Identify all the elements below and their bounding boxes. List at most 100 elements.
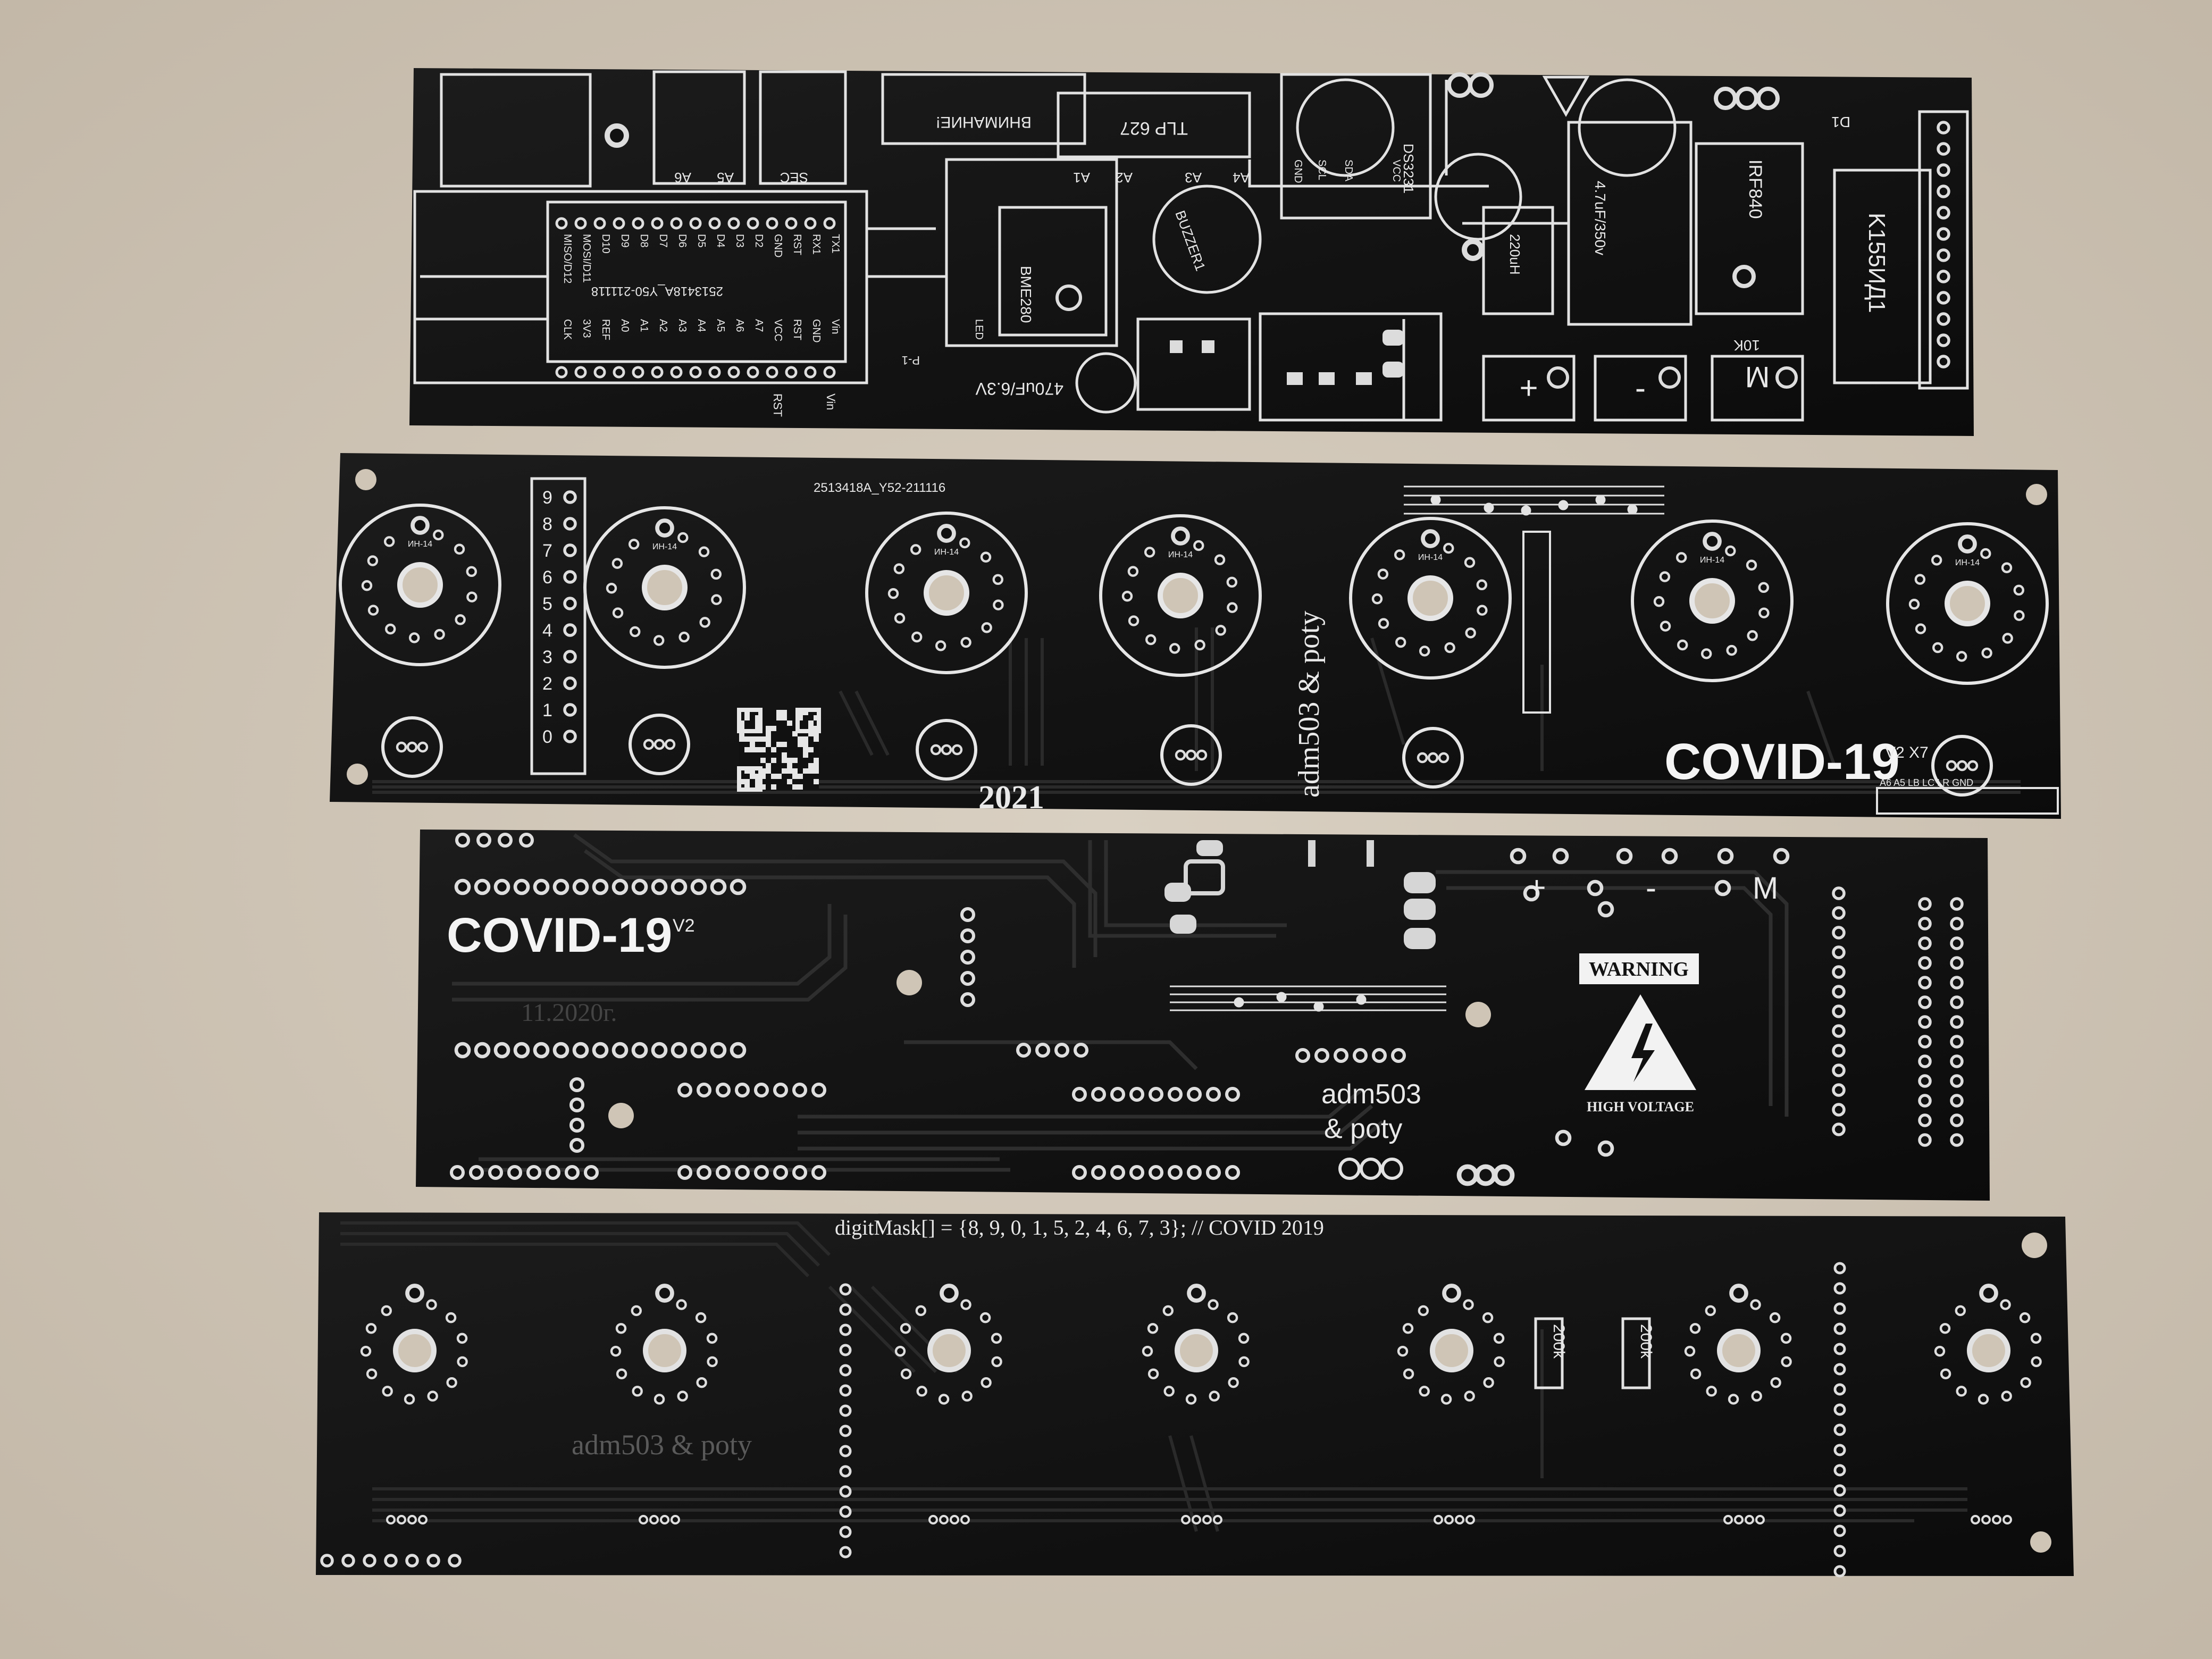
board-3-pad	[1918, 1094, 1932, 1108]
led-pad	[2002, 1515, 2012, 1524]
board-1-pin-top	[766, 217, 778, 230]
tube-socket-pin	[1144, 547, 1155, 558]
board-3-pad	[677, 1164, 693, 1180]
led-pad	[950, 1515, 959, 1524]
tube-socket-pin	[1193, 540, 1204, 551]
tube-pad-hole	[927, 1329, 971, 1372]
qr-module	[803, 742, 808, 747]
tube-pad	[1483, 1377, 1494, 1388]
board-1-warning-title: ВНИМАНИЕ!	[936, 113, 1032, 131]
board-1-pin-top	[593, 217, 606, 230]
board-3-pad	[1016, 1042, 1032, 1058]
board-1-label-sec: SEC	[780, 170, 808, 186]
tube-socket-pin	[1915, 623, 1926, 634]
board-3-pad	[1918, 1074, 1932, 1088]
board-2-traces	[372, 627, 2021, 794]
board-3-pad	[1832, 1044, 1846, 1058]
tube-socket-pin	[893, 563, 905, 574]
led-pad	[397, 1515, 406, 1524]
qr-module	[798, 742, 803, 747]
tube-socket-hole	[397, 562, 443, 608]
board-3-pad	[611, 1042, 629, 1059]
board-3-pad	[455, 832, 471, 848]
board-1-label-a2: A2	[1116, 170, 1133, 186]
board-1-header-pin	[1937, 355, 1950, 368]
board-1-part-irf840: IRF840	[1745, 160, 1765, 219]
tube-anode-pad	[405, 1284, 424, 1303]
qr-module	[798, 710, 803, 715]
board-3-pad	[690, 878, 707, 895]
tube-socket-pin	[980, 551, 992, 563]
led-pin	[417, 741, 429, 753]
qr-module	[755, 784, 760, 790]
tube-pad	[1689, 1323, 1701, 1334]
tube-pad	[1780, 1333, 1792, 1344]
tube-socket-pin	[1121, 591, 1133, 602]
tube-pad	[457, 1356, 468, 1368]
tube-pad	[981, 1377, 992, 1388]
tube-socket-anode-pin	[1703, 532, 1722, 551]
board-3-pad	[792, 1164, 808, 1180]
tube-socket-pin	[361, 580, 373, 591]
board-3-pad	[1950, 1094, 1964, 1108]
led-pin	[643, 739, 655, 750]
board-1-pin-label-top: D2	[753, 234, 765, 248]
board-3-pad	[1186, 1086, 1202, 1102]
tube-socket-pin	[1653, 596, 1665, 607]
qr-finder	[795, 708, 821, 733]
qr-module	[755, 774, 760, 779]
tube-socket-pin	[1675, 552, 1687, 563]
board-4-led-pads	[386, 1515, 2012, 1524]
tube-socket-pin	[1758, 582, 1769, 593]
header-pad	[1833, 1444, 1846, 1456]
connector-pin	[563, 676, 577, 690]
tube-socket-pin	[466, 591, 477, 602]
tube-pad	[1690, 1368, 1702, 1379]
qr-module	[787, 768, 792, 774]
board-3-pad	[690, 1042, 707, 1059]
board-3-pad	[1110, 1086, 1126, 1102]
board-3-pad	[677, 1082, 693, 1098]
board-2-mount-hole-top-left	[355, 469, 376, 490]
tube-pad	[1464, 1390, 1475, 1402]
board-3-pad	[545, 1164, 561, 1180]
board-1-part-cap-350v: 4.7uF/350v	[1592, 181, 1608, 255]
board-1-header-pin	[1937, 333, 1950, 347]
board-3-pad	[592, 878, 609, 895]
board-3-pad	[569, 1117, 585, 1133]
header-pad	[1833, 1343, 1846, 1355]
tube-socket-pin	[1464, 557, 1476, 568]
board-3-pad	[1148, 1164, 1164, 1180]
qr-module	[760, 747, 766, 752]
tube-pad	[445, 1312, 457, 1323]
qr-module	[750, 736, 755, 742]
board-1-pin-label-top: RST	[791, 234, 803, 255]
tube-socket-pin	[1747, 630, 1758, 641]
led-pad	[1755, 1515, 1765, 1524]
board-2-year: 2021	[978, 780, 1044, 816]
board-3-pad	[715, 1082, 731, 1098]
tube-pad	[1142, 1345, 1153, 1357]
tube-socket-pin	[455, 614, 466, 625]
tube-socket-pin	[2014, 610, 2025, 621]
tube-pad-hole	[1175, 1329, 1218, 1372]
board-3-pad	[1950, 995, 1964, 1009]
tube-socket-pin	[959, 537, 970, 549]
qr-module	[798, 774, 803, 779]
board-4-resistor-1-label: 200k	[1550, 1324, 1568, 1359]
board-1-pin-label-bottom: REF	[600, 319, 611, 340]
board-1-pin-label-top: MISO/D12	[562, 234, 573, 283]
header-pad	[1833, 1322, 1846, 1335]
board-1-substrate	[409, 68, 1974, 436]
qr-module	[803, 747, 808, 752]
led-outline	[1160, 724, 1222, 786]
tube-pad	[1147, 1323, 1159, 1334]
qr-module	[814, 731, 819, 736]
board-1-pin-bottom	[823, 366, 836, 379]
board-3-pad	[1616, 848, 1633, 865]
tube-pad	[615, 1323, 627, 1334]
tube-socket-outline	[1349, 517, 1512, 680]
tube-pad-hole	[1717, 1329, 1761, 1372]
qr-module	[755, 715, 760, 720]
tube-pad	[1751, 1390, 1762, 1402]
